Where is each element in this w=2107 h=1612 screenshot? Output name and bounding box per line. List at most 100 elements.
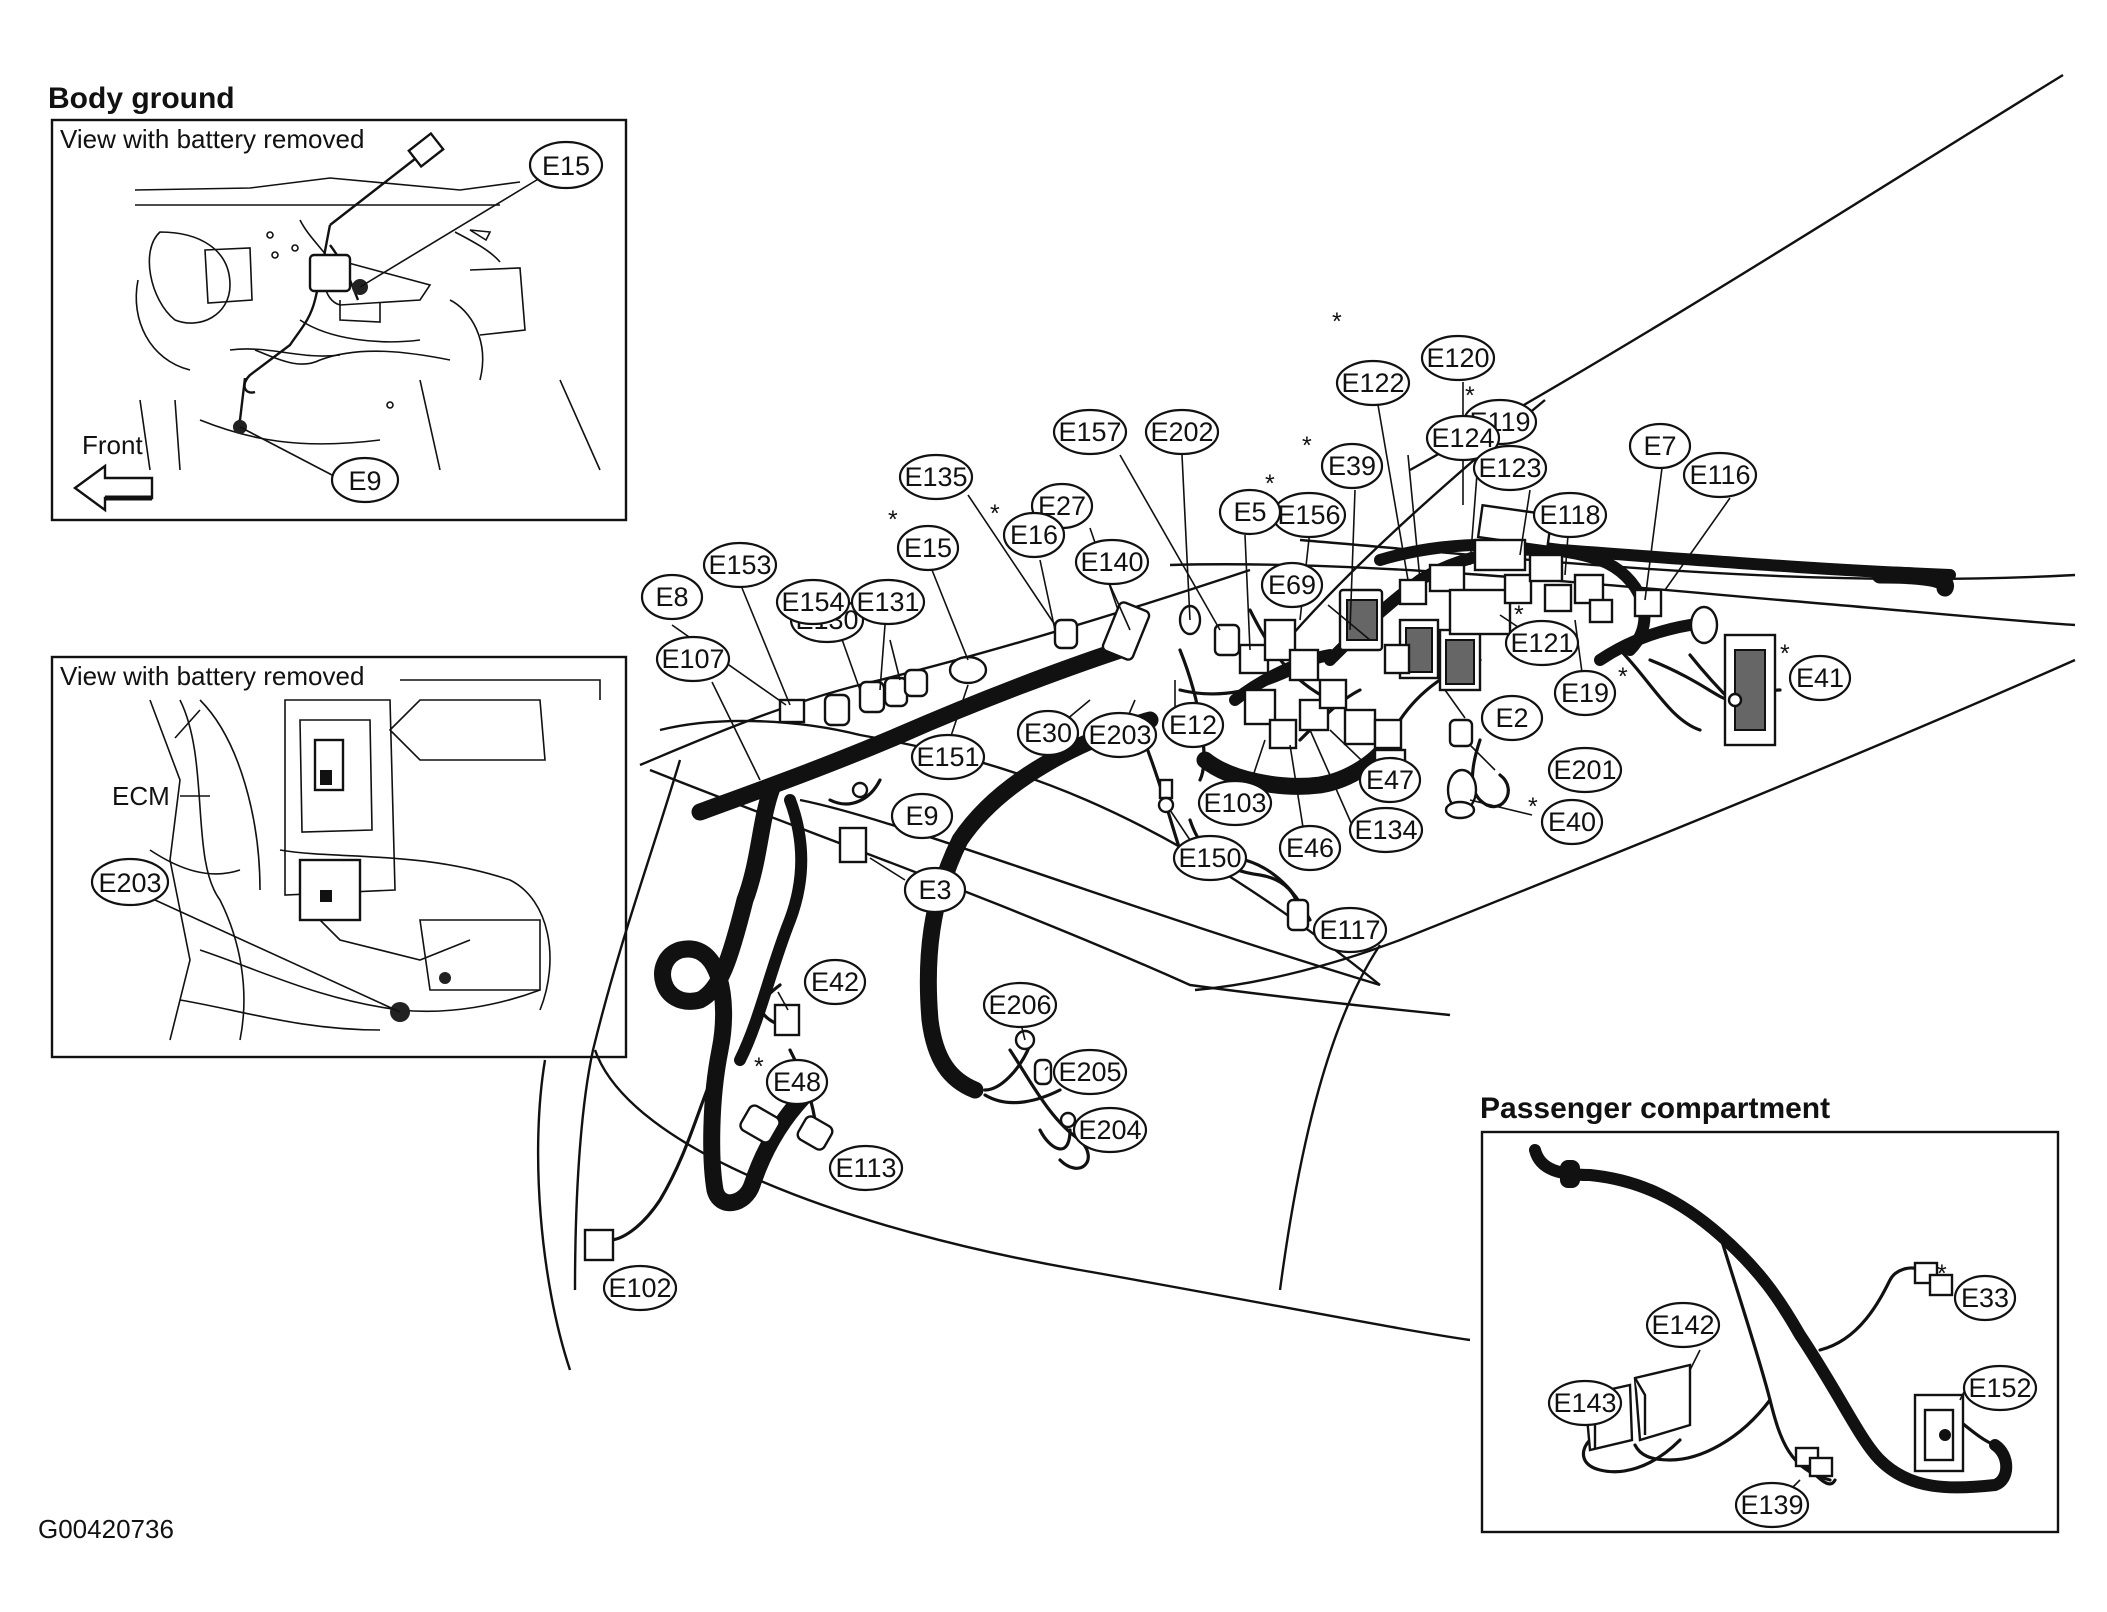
code-label: E113 xyxy=(835,1153,896,1183)
star-icon: * xyxy=(888,506,898,534)
code-label: E156 xyxy=(1277,500,1340,530)
code-callout: E12 xyxy=(1161,701,1225,749)
code-oval xyxy=(640,573,704,621)
code-callout: E5 xyxy=(1218,488,1282,536)
code-callout: E107 xyxy=(655,635,731,683)
code-oval xyxy=(1547,1379,1623,1427)
code-oval xyxy=(828,1144,904,1192)
code-oval xyxy=(1540,798,1604,846)
code-callout: E206 xyxy=(982,981,1058,1029)
code-label: E203 xyxy=(98,868,161,898)
code-callout: E205 xyxy=(1052,1048,1128,1096)
code-oval xyxy=(1161,701,1225,749)
code-oval xyxy=(1425,414,1501,462)
code-label: E7 xyxy=(1643,431,1676,461)
code-callout: E16 xyxy=(1002,511,1066,559)
battery-tray-sketch xyxy=(134,131,601,471)
code-callout: E19 xyxy=(1553,669,1617,717)
code-label: E143 xyxy=(1553,1388,1616,1418)
code-oval xyxy=(890,792,954,840)
code-callout: E116 xyxy=(1682,451,1758,499)
code-callout: E2 xyxy=(1480,694,1544,742)
code-oval xyxy=(1734,1481,1810,1529)
code-oval xyxy=(898,453,974,501)
front-arrow-icon xyxy=(72,463,154,513)
code-label: E131 xyxy=(856,587,919,617)
passenger-frame xyxy=(1480,1130,2060,1534)
code-callout: E102 xyxy=(602,1264,678,1312)
e203-inset-leader xyxy=(154,899,401,1013)
code-callout: E118 xyxy=(1532,491,1608,539)
code-label: E122 xyxy=(1341,368,1404,398)
ecm-bracket-sketch xyxy=(149,679,601,1041)
code-label: E152 xyxy=(1968,1373,2031,1403)
code-label: E118 xyxy=(1539,500,1600,530)
code-callout: E117 xyxy=(1312,906,1388,954)
code-oval xyxy=(1788,654,1852,702)
code-oval xyxy=(602,1264,678,1312)
code-label: E69 xyxy=(1268,570,1316,600)
code-label: E16 xyxy=(1010,520,1058,550)
code-oval xyxy=(765,1058,829,1106)
code-label: E153 xyxy=(708,550,771,580)
code-oval xyxy=(1532,491,1608,539)
code-callout: E9 xyxy=(890,792,954,840)
star-icon: * xyxy=(1514,601,1524,629)
code-label: E117 xyxy=(1319,915,1380,945)
code-oval xyxy=(903,866,967,914)
code-oval xyxy=(1628,422,1692,470)
code-callout: E120 xyxy=(1420,334,1496,382)
code-oval xyxy=(1472,444,1548,492)
code-oval xyxy=(775,578,851,626)
inset-top-frame xyxy=(50,118,628,522)
code-callout: E3 xyxy=(903,866,967,914)
code-label: E116 xyxy=(1689,460,1750,490)
code-label: E206 xyxy=(988,990,1051,1020)
code-oval xyxy=(1358,756,1422,804)
code-callout: E123 xyxy=(1472,444,1548,492)
code-label: E103 xyxy=(1203,788,1266,818)
code-label: E139 xyxy=(1740,1490,1803,1520)
code-oval xyxy=(1348,806,1424,854)
inset-top: View with battery removed xyxy=(50,118,628,522)
code-callout: E153 xyxy=(702,541,778,589)
code-oval xyxy=(1218,488,1282,536)
code-oval xyxy=(702,541,778,589)
code-callout: E48 xyxy=(765,1058,829,1106)
code-callout: E9 xyxy=(330,456,400,504)
code-label: E204 xyxy=(1078,1115,1141,1145)
code-callout: E8 xyxy=(640,573,704,621)
code-callout: E15 xyxy=(896,524,960,572)
code-label: E202 xyxy=(1150,417,1213,447)
star-icon: * xyxy=(1465,382,1475,410)
code-oval xyxy=(1553,669,1617,717)
code-label: E157 xyxy=(1058,417,1121,447)
code-oval xyxy=(803,958,867,1006)
code-callout: E139 xyxy=(1734,1481,1810,1529)
code-callout: E204 xyxy=(1072,1106,1148,1154)
passenger-inset xyxy=(1480,1130,2060,1534)
code-label: E42 xyxy=(811,967,859,997)
figure-code: G00420736 xyxy=(38,1514,174,1544)
code-oval xyxy=(1312,906,1388,954)
star-icon: * xyxy=(1618,663,1628,691)
code-callout: E33 xyxy=(1953,1274,2017,1322)
front-label: Front xyxy=(82,430,143,460)
code-label: E140 xyxy=(1080,547,1143,577)
code-oval xyxy=(1962,1364,2038,1412)
star-icon: * xyxy=(1302,432,1312,460)
code-label: E121 xyxy=(1510,628,1573,658)
code-callout: E39 xyxy=(1320,442,1384,490)
code-label: E123 xyxy=(1478,453,1541,483)
code-oval xyxy=(1197,779,1273,827)
code-label: E39 xyxy=(1328,451,1376,481)
code-oval xyxy=(1002,511,1066,559)
code-callout: E40 xyxy=(1540,798,1604,846)
inset-bottom-caption: View with battery removed xyxy=(60,661,364,691)
code-label: E12 xyxy=(1169,710,1217,740)
code-oval xyxy=(1278,824,1342,872)
code-label: E102 xyxy=(608,1273,671,1303)
code-oval xyxy=(1645,1301,1721,1349)
